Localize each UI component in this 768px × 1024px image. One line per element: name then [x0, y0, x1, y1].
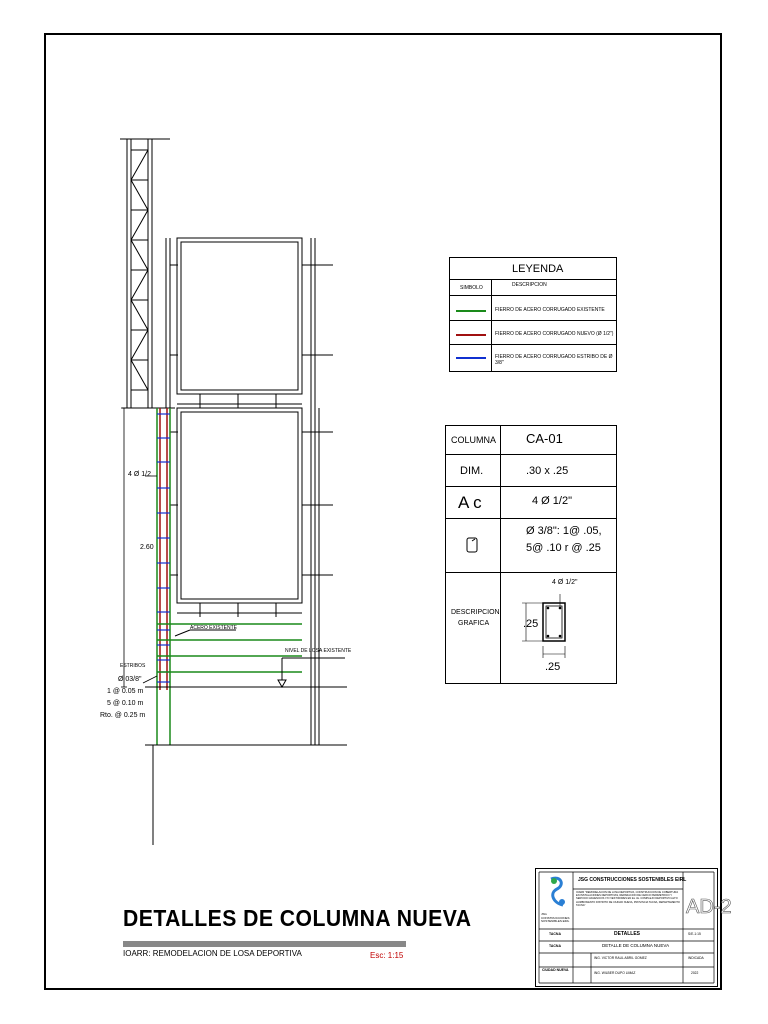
height-dimension: 2.60 [140, 544, 154, 551]
company-logo-icon [550, 876, 565, 907]
frame-structure [165, 237, 333, 745]
logo-caption: JSG CONSTRUCCIONES SOSTENIBLES EIRL [541, 912, 570, 924]
rebar-label: 4 Ø 1/2 [128, 471, 151, 478]
legend-swatch-existing [456, 310, 486, 312]
scale-label: Esc: 1:15 [370, 951, 404, 960]
province-label: TACNA [549, 944, 561, 948]
detalles-label: DETALLES [614, 931, 641, 937]
stirrup-icon [466, 537, 478, 553]
page-subtitle: IOARR: REMODELACION DE LOSA DEPORTIVA [123, 949, 302, 958]
section-bottom-label: .25 [545, 661, 561, 673]
column-section-diagram [522, 594, 566, 658]
legend-symbol-header: SIMBOLO [460, 285, 483, 291]
stirrup-label: ESTRIBOS [120, 663, 146, 669]
region-label: TACNA [549, 932, 561, 936]
legend-swatch-new [456, 334, 486, 336]
columna-value: CA-01 [526, 431, 563, 446]
desc-grafica-2: GRAFICA [458, 620, 490, 627]
slab-level-label: NIVEL DE LOSA EXISTENTE [285, 648, 352, 654]
slab-lines [145, 629, 347, 845]
stirrup-spacing-2: 5 @ 0.10 m [107, 700, 144, 707]
columna-label: COLUMNA [451, 435, 497, 445]
company-name: JSG CONSTRUCCIONES SOSTENIBLES EIRL [578, 877, 687, 883]
dim-label: DIM. [460, 465, 484, 477]
stirrup-spacing-1: 1 @ 0.05 m [107, 688, 144, 695]
legend-table: LEYENDA SIMBOLO DESCRIPCION FIERRO DE AC… [449, 257, 617, 372]
dimension-lines [121, 407, 158, 688]
date-cell: 2022 [691, 971, 699, 975]
title-block-grid [538, 871, 715, 984]
new-column-rebar [156, 408, 171, 745]
desc-grafica-1: DESCRIPCION [451, 609, 500, 616]
column-schedule: COLUMNA CA-01 DIM. .30 x .25 A c 4 Ø 1/2… [445, 425, 617, 684]
stirrup-spacing-3: Rto. @ 0.25 m [100, 712, 146, 719]
legend-item-existing: FIERRO DE ACERO CORRUGADO EXISTENTE [495, 307, 605, 313]
existing-rebar [157, 623, 302, 673]
section-top-label: 4 Ø 1/2" [552, 579, 578, 586]
legend-item-stirrup: FIERRO DE ACERO CORRUGADO ESTRIBO DE Ø 3… [495, 354, 613, 366]
indicated-cell: INDICADA [688, 956, 704, 960]
stirrup-diameter: Ø 03/8" [118, 676, 142, 683]
legend-desc-header: DESCRIPCION [512, 282, 547, 288]
project-description: IOARR "REMODELACION DE LOSA DEPORTIVA, C… [576, 891, 680, 907]
dim-value: .30 x .25 [526, 465, 569, 477]
ac-value: 4 Ø 1/2" [532, 495, 572, 507]
existing-steel-label: ACERO EXISTENTE [190, 625, 237, 631]
legend-title: LEYENDA [512, 263, 564, 275]
page-title: DETALLES DE COLUMNA NUEVA [123, 905, 472, 931]
title-block: JSG CONSTRUCCIONES SOSTENIBLES EIRL JSG … [535, 868, 732, 987]
stirrup-spec-1: Ø 3/8": 1@ .05, [526, 525, 602, 537]
engineer-1: ING. VICTOR RAUL ABRIL GOMEZ [594, 956, 647, 960]
legend-item-new: FIERRO DE ACERO CORRUGADO NUEVO (Ø 1/2") [495, 331, 614, 337]
lattice-tower [120, 138, 175, 409]
stirrup-spec-2: 5@ .10 r @ .25 [526, 542, 601, 554]
engineer-2: ING. WILBER DUPO LIMAZ [594, 971, 636, 975]
sheet-code: AD-2 [686, 896, 732, 918]
legend-swatch-stirrup [456, 357, 486, 359]
scale-cell: S/E-1:15 [688, 932, 701, 936]
ac-label: A c [458, 493, 482, 512]
district-label: CIUDAD NUEVA [542, 968, 569, 972]
title-underline [123, 941, 406, 947]
section-side-label: .25 [523, 618, 539, 630]
sheet-description: DETALLE DE COLUMNA NUEVA [602, 943, 670, 948]
